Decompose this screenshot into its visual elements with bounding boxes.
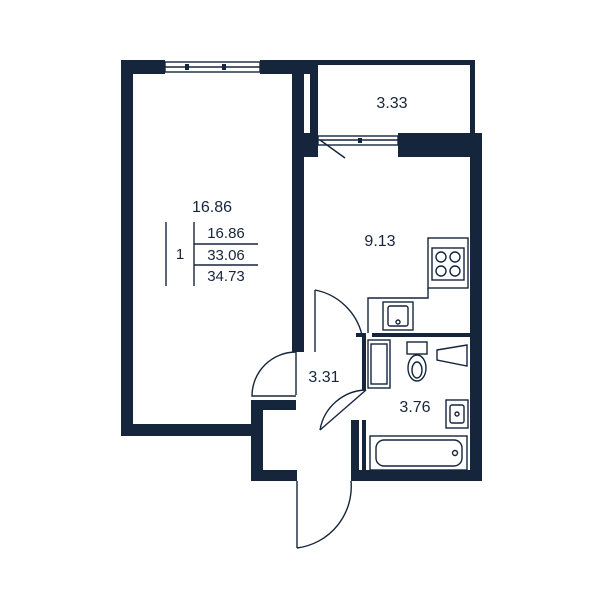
- rooms-count: 1: [176, 246, 184, 263]
- outer-walls: [121, 60, 482, 481]
- living-area: 16.86: [207, 225, 245, 242]
- balcony-door: [317, 135, 399, 159]
- kitchen-counter: [367, 288, 429, 333]
- kitchen-sink-icon: [382, 301, 414, 331]
- toilet-icon: [406, 341, 428, 382]
- partitions: [356, 333, 482, 476]
- total-with-balcony: 34.73: [207, 268, 245, 285]
- kitchen-area: 9.13: [364, 233, 395, 250]
- bathtub-icon: [369, 435, 468, 471]
- bathroom-area: 3.76: [399, 399, 430, 416]
- window-main-room: [164, 61, 261, 73]
- washing-machine-icon: [367, 339, 391, 389]
- stove-icon: [427, 237, 469, 289]
- shelf-icon: [436, 344, 468, 367]
- total-area: 33.06: [207, 247, 245, 264]
- summary-table: [165, 222, 258, 286]
- doors: [251, 289, 367, 549]
- hall-area: 3.31: [308, 369, 339, 386]
- bathroom-sink-icon: [445, 399, 469, 429]
- balcony-area: 3.33: [376, 95, 407, 112]
- main-room-area: 16.86: [192, 199, 232, 216]
